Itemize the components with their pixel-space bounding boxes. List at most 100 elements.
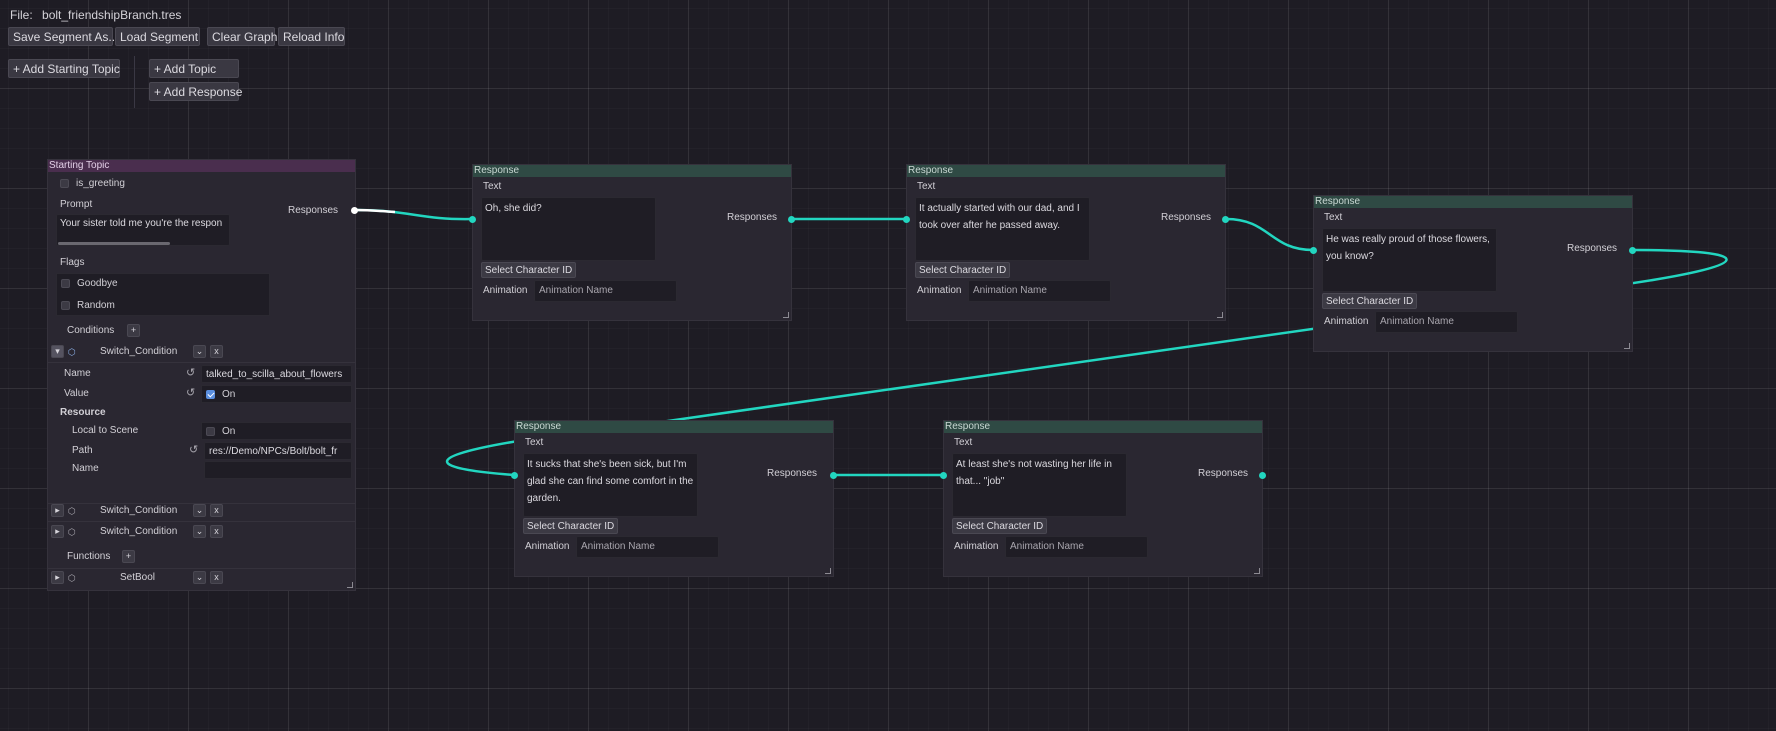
path-input[interactable]: res://Demo/NPCs/Bolt/bolt_fr xyxy=(204,442,352,460)
responses-label: Responses xyxy=(767,468,818,479)
node-title: Response xyxy=(473,165,791,177)
select-character-id-button[interactable]: Select Character ID xyxy=(523,518,619,534)
response-text-field[interactable]: Oh, she did? xyxy=(481,197,656,261)
toolbar-separator xyxy=(134,56,135,108)
random-checkbox[interactable] xyxy=(61,301,70,310)
resize-handle[interactable] xyxy=(1624,343,1630,349)
local-to-scene-text: On xyxy=(222,426,236,437)
response-text: It sucks that she's been sick, but I'm g… xyxy=(527,459,694,504)
revert-icon[interactable]: ↺ xyxy=(186,367,196,379)
condition-resource-icon: ⬡ xyxy=(68,506,76,516)
animation-name-input[interactable]: Animation Name xyxy=(576,536,719,558)
condition-dropdown-button[interactable]: ⌄ xyxy=(193,345,206,358)
response-node-4[interactable]: Response Text It sucks that she's been s… xyxy=(514,420,834,577)
response-1-output-port[interactable] xyxy=(788,216,795,223)
name-label: Name xyxy=(64,368,91,379)
response-text-field[interactable]: It actually started with our dad, and I … xyxy=(915,197,1090,261)
response-text-field[interactable]: He was really proud of those flowers, yo… xyxy=(1322,228,1497,292)
value-checkbox[interactable] xyxy=(206,390,215,399)
prompt-field[interactable]: Your sister told me you're the respon xyxy=(56,214,230,246)
response-node-5[interactable]: Response Text At least she's not wasting… xyxy=(943,420,1263,577)
condition-remove-button[interactable]: x xyxy=(210,345,223,358)
resize-handle[interactable] xyxy=(347,582,353,588)
add-topic-button[interactable]: + Add Topic xyxy=(149,59,239,78)
response-4-output-port[interactable] xyxy=(830,472,837,479)
reload-info-button[interactable]: Reload Info xyxy=(278,27,345,46)
clear-graph-button[interactable]: Clear Graph xyxy=(207,27,277,46)
condition-dropdown-button[interactable]: ⌄ xyxy=(193,504,206,517)
goodbye-checkbox[interactable] xyxy=(61,279,70,288)
resource-name-input[interactable] xyxy=(204,461,352,479)
response-node-3[interactable]: Response Text He was really proud of tho… xyxy=(1313,195,1633,352)
response-text: At least she's not wasting her life in t… xyxy=(956,459,1112,487)
prompt-scrollbar[interactable] xyxy=(58,242,170,245)
local-to-scene-field: On xyxy=(201,422,352,440)
response-3-input-port[interactable] xyxy=(1310,247,1317,254)
select-character-id-button[interactable]: Select Character ID xyxy=(915,262,1011,278)
response-2-output-port[interactable] xyxy=(1222,216,1229,223)
response-text-field[interactable]: At least she's not wasting her life in t… xyxy=(952,453,1127,517)
node-title: Response xyxy=(515,421,833,433)
response-3-output-port[interactable] xyxy=(1629,247,1636,254)
is-greeting-label: is_greeting xyxy=(76,178,125,189)
resize-handle[interactable] xyxy=(1254,568,1260,574)
text-label: Text xyxy=(525,437,544,448)
animation-name-input[interactable]: Animation Name xyxy=(1375,311,1518,333)
condition-resource-icon: ⬡ xyxy=(68,527,76,537)
expand-arrow-icon[interactable]: ▸ xyxy=(51,525,64,538)
local-to-scene-checkbox[interactable] xyxy=(206,427,215,436)
animation-name-input[interactable]: Animation Name xyxy=(1005,536,1148,558)
expand-arrow-icon[interactable]: ▸ xyxy=(51,571,64,584)
response-node-1[interactable]: Response Text Oh, she did? Responses Sel… xyxy=(472,164,792,321)
is-greeting-checkbox[interactable] xyxy=(60,179,69,188)
add-starting-topic-button[interactable]: + Add Starting Topic xyxy=(8,59,120,78)
animation-label: Animation xyxy=(917,285,962,296)
load-segment-button[interactable]: Load Segment xyxy=(115,27,200,46)
starting-topic-node[interactable]: Starting Topic is_greeting Prompt Respon… xyxy=(47,159,356,591)
connection-response2-to-response3 xyxy=(1225,217,1314,252)
animation-label: Animation xyxy=(525,541,570,552)
prompt-label: Prompt xyxy=(60,199,93,210)
add-condition-button[interactable]: + xyxy=(127,324,140,337)
condition-dropdown-button[interactable]: ⌄ xyxy=(193,525,206,538)
responses-label: Responses xyxy=(1198,468,1249,479)
flags-panel: Goodbye Random xyxy=(56,273,270,316)
condition-remove-button[interactable]: x xyxy=(210,504,223,517)
resize-handle[interactable] xyxy=(825,568,831,574)
animation-name-input[interactable]: Animation Name xyxy=(968,280,1111,302)
response-5-input-port[interactable] xyxy=(940,472,947,479)
save-segment-button[interactable]: Save Segment As... xyxy=(8,27,118,46)
node-title: Response xyxy=(907,165,1225,177)
condition-name-input[interactable]: talked_to_scilla_about_flowers xyxy=(201,365,352,383)
resize-handle[interactable] xyxy=(1217,312,1223,318)
node-title: Response xyxy=(944,421,1262,433)
select-character-id-button[interactable]: Select Character ID xyxy=(952,518,1048,534)
resource-label: Resource xyxy=(60,407,106,418)
revert-icon[interactable]: ↺ xyxy=(189,444,199,456)
flag-goodbye-label: Goodbye xyxy=(77,278,118,289)
add-function-button[interactable]: + xyxy=(122,550,135,563)
response-4-input-port[interactable] xyxy=(511,472,518,479)
response-text: It actually started with our dad, and I … xyxy=(919,203,1080,231)
response-node-2[interactable]: Response Text It actually started with o… xyxy=(906,164,1226,321)
prompt-value: Your sister told me you're the respon xyxy=(60,218,223,229)
response-5-output-port[interactable] xyxy=(1259,472,1266,479)
function-dropdown-button[interactable]: ⌄ xyxy=(193,571,206,584)
select-character-id-button[interactable]: Select Character ID xyxy=(481,262,577,278)
value-text: On xyxy=(222,389,236,400)
response-1-input-port[interactable] xyxy=(469,216,476,223)
condition-remove-button[interactable]: x xyxy=(210,525,223,538)
response-2-input-port[interactable] xyxy=(903,216,910,223)
collapse-arrow-icon[interactable]: ▾ xyxy=(51,345,64,358)
animation-name-input[interactable]: Animation Name xyxy=(534,280,677,302)
expand-arrow-icon[interactable]: ▸ xyxy=(51,504,64,517)
conditions-label: Conditions xyxy=(67,325,115,336)
add-response-button[interactable]: + Add Response xyxy=(149,82,242,101)
resize-handle[interactable] xyxy=(783,312,789,318)
function-remove-button[interactable]: x xyxy=(210,571,223,584)
starting-topic-output-port[interactable] xyxy=(351,207,358,214)
select-character-id-button[interactable]: Select Character ID xyxy=(1322,293,1418,309)
revert-icon[interactable]: ↺ xyxy=(186,387,196,399)
response-text-field[interactable]: It sucks that she's been sick, but I'm g… xyxy=(523,453,698,517)
function-resource-icon: ⬡ xyxy=(68,573,76,583)
